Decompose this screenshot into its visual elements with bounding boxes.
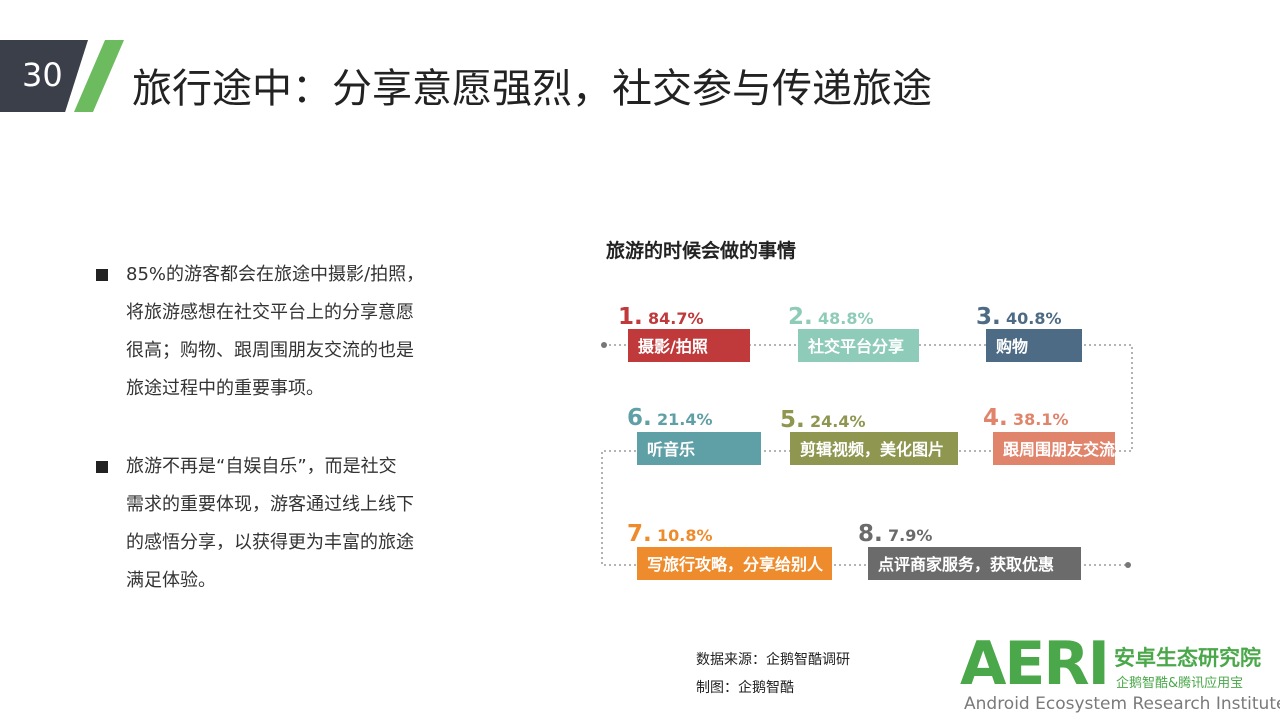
bullet-line: 将旅游感想在社交平台上的分享意愿: [126, 302, 414, 323]
activity-value: 40.8%: [1006, 309, 1062, 328]
activity-item: 写旅行攻略，分享给别人 7. 10.8%: [627, 521, 832, 580]
chart-credit: 制图：企鹅智酷: [696, 680, 794, 696]
activity-rank: 1.: [618, 304, 643, 330]
activity-item: 剪辑视频，美化图片 5. 24.4%: [780, 407, 958, 465]
activity-rank: 4.: [983, 405, 1008, 431]
data-source: 数据来源：企鹅智酷调研: [696, 652, 850, 668]
bullet-list: 85%的游客都会在旅途中摄影/拍照， 将旅游感想在社交平台上的分享意愿 很高；购…: [96, 256, 476, 640]
activity-bar: [628, 329, 750, 362]
activity-rank: 6.: [627, 405, 652, 431]
activity-label: 社交平台分享: [807, 337, 904, 356]
bullet-item: 旅游不再是“自娱自乐”，而是社交 需求的重要体现，游客通过线上线下 的感悟分享，…: [96, 448, 476, 600]
page-number: 30: [22, 56, 63, 94]
logo-name-en: Android Ecosystem Research Institute: [964, 694, 1280, 714]
bullet-line: 旅途过程中的重要事项。: [126, 378, 324, 399]
activity-bar: [637, 432, 761, 465]
bullet-square-icon: [96, 461, 108, 473]
page-title: 旅行途中：分享意愿强烈，社交参与传递旅途: [132, 66, 932, 112]
activity-item: 摄影/拍照 1. 84.7%: [618, 304, 750, 362]
activity-rank: 5.: [780, 407, 805, 433]
activity-label: 听音乐: [647, 440, 695, 459]
activity-value: 84.7%: [648, 309, 704, 328]
activity-rank: 7.: [627, 521, 652, 547]
activity-item: 社交平台分享 2. 48.8%: [788, 304, 919, 362]
bullet-line: 的感悟分享，以获得更为丰富的旅途: [126, 532, 414, 553]
activity-value: 38.1%: [1013, 410, 1069, 429]
activity-label: 点评商家服务，获取优惠: [878, 555, 1054, 574]
activity-rank: 3.: [976, 304, 1001, 330]
connector-start-dot: [601, 342, 607, 348]
activity-value: 21.4%: [657, 410, 713, 429]
activity-bar: [993, 432, 1115, 465]
chart-title: 旅游的时候会做的事情: [606, 240, 797, 262]
activity-label: 写旅行攻略，分享给别人: [647, 555, 824, 574]
activity-value: 10.8%: [657, 526, 713, 545]
activity-item: 听音乐 6. 21.4%: [627, 405, 761, 465]
activity-value: 7.9%: [888, 526, 932, 545]
bullet-item: 85%的游客都会在旅途中摄影/拍照， 将旅游感想在社交平台上的分享意愿 很高；购…: [96, 256, 476, 408]
activity-bar: [637, 547, 832, 580]
activity-bar: [986, 329, 1082, 362]
aeri-logo: AERI: [960, 629, 1110, 699]
connector-end-dot: [1125, 562, 1131, 568]
activity-label: 购物: [996, 337, 1028, 356]
activity-value: 48.8%: [818, 309, 874, 328]
activity-bar: [868, 547, 1081, 580]
bullet-line: 满足体验。: [126, 570, 216, 591]
logo-name-cn: 安卓生态研究院: [1114, 646, 1261, 670]
activity-rank: 2.: [788, 304, 813, 330]
activity-label: 跟周围朋友交流: [1003, 440, 1115, 459]
bullet-line: 很高；购物、跟周围朋友交流的也是: [126, 340, 414, 361]
logo-subtitle-cn: 企鹅智酷&腾讯应用宝: [1116, 676, 1244, 691]
activity-bar: [790, 432, 958, 465]
activity-item: 点评商家服务，获取优惠 8. 7.9%: [858, 521, 1081, 580]
bullet-line: 85%的游客都会在旅途中摄影/拍照，: [126, 264, 425, 285]
activity-label: 剪辑视频，美化图片: [800, 440, 944, 459]
activity-label: 摄影/拍照: [638, 337, 708, 356]
activity-value: 24.4%: [810, 412, 866, 431]
activity-item: 跟周围朋友交流 4. 38.1%: [983, 405, 1115, 465]
activity-rank: 8.: [858, 521, 883, 547]
activity-item: 购物 3. 40.8%: [976, 304, 1082, 362]
bullet-line: 需求的重要体现，游客通过线上线下: [126, 494, 414, 515]
bullet-line: 旅游不再是“自娱自乐”，而是社交: [126, 456, 397, 477]
bullet-square-icon: [96, 269, 108, 281]
activity-bar: [798, 329, 919, 362]
